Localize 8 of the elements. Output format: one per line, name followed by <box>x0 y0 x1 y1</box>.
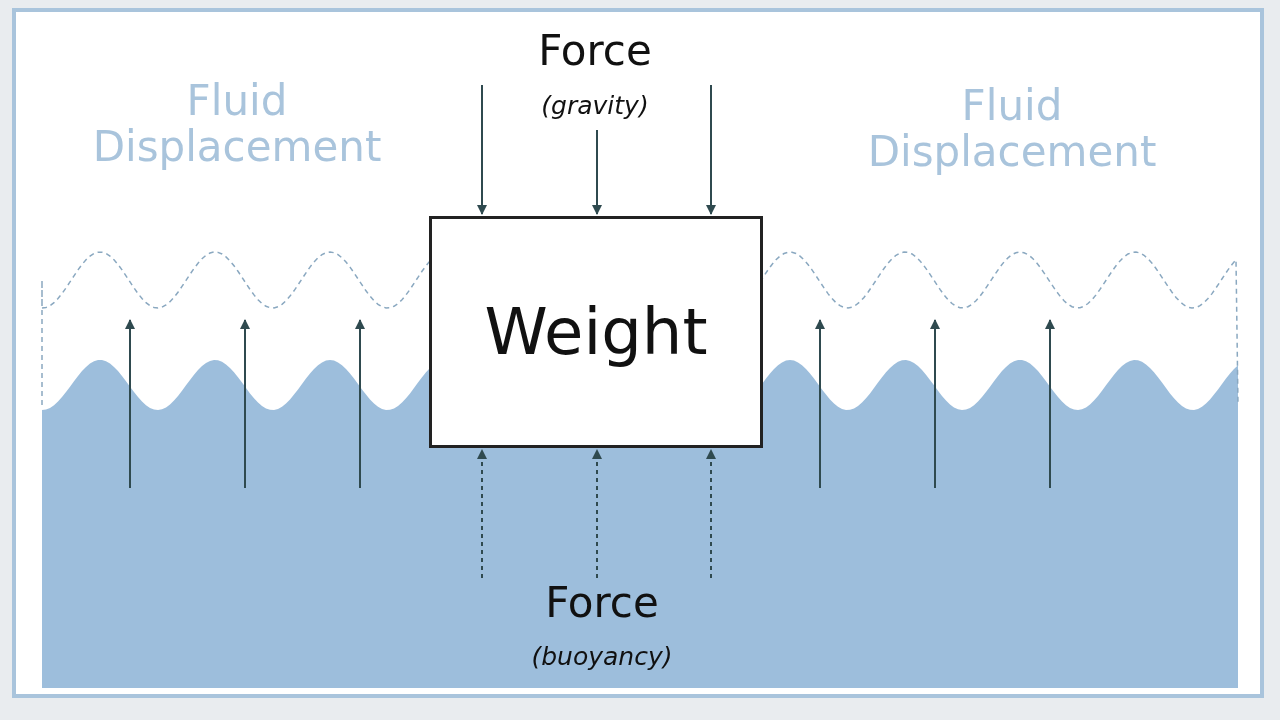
force-label: Force <box>544 580 660 627</box>
weight-box <box>429 216 763 448</box>
force-note: (gravity) <box>540 92 650 120</box>
region-label: Fluid Displacement <box>91 78 383 171</box>
force-note: (buoyancy) <box>530 643 674 671</box>
region-label: Fluid Displacement <box>866 83 1158 176</box>
box-label: Weight <box>484 295 708 369</box>
force-label: Force <box>537 28 653 75</box>
